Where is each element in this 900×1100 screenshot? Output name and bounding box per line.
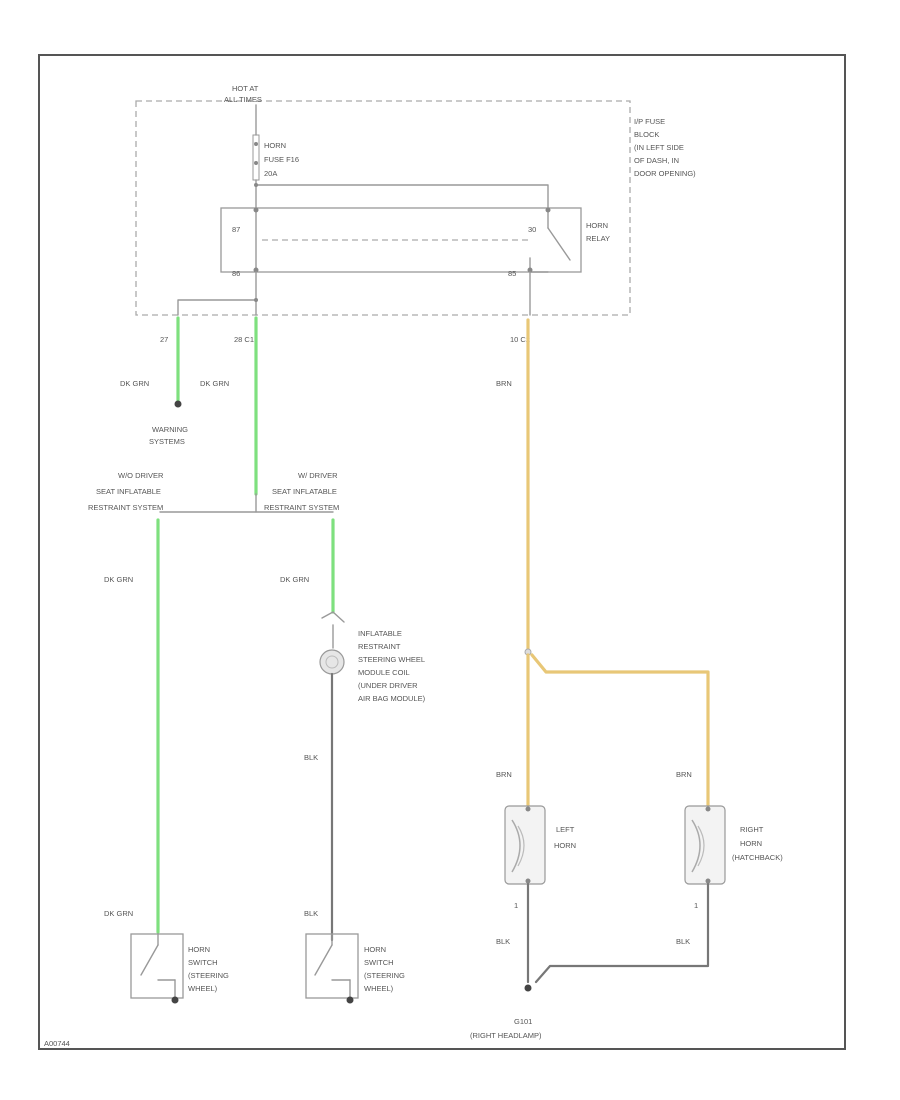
wire-label-brn-3: BRN	[676, 770, 692, 779]
svg-text:HORN: HORN	[364, 945, 386, 954]
svg-text:STEERING WHEEL: STEERING WHEEL	[358, 655, 425, 664]
fuse-to-relay-30-wire	[255, 184, 549, 209]
pin-10-c2: 10 C2	[510, 335, 530, 344]
svg-text:WHEEL): WHEEL)	[188, 984, 218, 993]
fuse-label: HORN FUSE F16 20A	[264, 141, 299, 178]
wire-label-dk-grn-1: DK GRN	[120, 379, 149, 388]
wire-label-brn-2: BRN	[496, 770, 512, 779]
relay-pin-86: 86	[232, 269, 240, 278]
svg-text:SWITCH: SWITCH	[188, 958, 218, 967]
svg-text:SWITCH: SWITCH	[364, 958, 394, 967]
wo-driver-sir-label: W/O DRIVER SEAT INFLATABLE RESTRAINT SYS…	[88, 471, 164, 512]
svg-text:SYSTEMS: SYSTEMS	[149, 437, 185, 446]
horn-switch-1-label: HORN SWITCH (STEERING WHEEL)	[188, 945, 229, 993]
svg-text:(HATCHBACK): (HATCHBACK)	[732, 853, 783, 862]
left-horn-label: LEFT HORN	[554, 825, 576, 850]
svg-text:G101: G101	[514, 1017, 532, 1026]
svg-text:I/P FUSE: I/P FUSE	[634, 117, 665, 126]
wire-label-blk-2: BLK	[496, 937, 510, 946]
svg-text:HORN: HORN	[740, 839, 762, 848]
svg-text:RESTRAINT SYSTEM: RESTRAINT SYSTEM	[264, 503, 339, 512]
diagram-frame	[38, 54, 846, 1050]
horn-relay-label: HORN RELAY	[586, 221, 610, 243]
svg-text:(STEERING: (STEERING	[188, 971, 229, 980]
svg-text:INFLATABLE: INFLATABLE	[358, 629, 402, 638]
ground-g101-label: G101 (RIGHT HEADLAMP)	[470, 1017, 542, 1040]
left-horn	[504, 805, 546, 885]
svg-text:HORN: HORN	[264, 141, 286, 150]
right-horn	[684, 805, 726, 885]
wire-label-blk-1: BLK	[304, 753, 318, 762]
svg-text:BLOCK: BLOCK	[634, 130, 659, 139]
svg-text:SEAT INFLATABLE: SEAT INFLATABLE	[96, 487, 161, 496]
pin-27: 27	[160, 335, 168, 344]
svg-text:W/O DRIVER: W/O DRIVER	[118, 471, 164, 480]
svg-text:RELAY: RELAY	[586, 234, 610, 243]
horn-switch-1	[130, 933, 184, 999]
brn-wire-right-horn	[530, 653, 710, 808]
wire-label-brn-1: BRN	[496, 379, 512, 388]
pin-28-c1: 28 C1	[234, 335, 254, 344]
inflatable-restraint-label: INFLATABLE RESTRAINT STEERING WHEEL MODU…	[358, 629, 426, 703]
figure-id: A00744	[44, 1039, 70, 1048]
svg-text:MODULE COIL: MODULE COIL	[358, 668, 410, 677]
svg-text:OF DASH, IN: OF DASH, IN	[634, 156, 679, 165]
svg-text:DOOR OPENING): DOOR OPENING)	[634, 169, 696, 178]
hot-at-label: HOT AT	[232, 84, 259, 93]
relay-pin-30: 30	[528, 225, 536, 234]
svg-text:RIGHT: RIGHT	[740, 825, 764, 834]
svg-text:20A: 20A	[264, 169, 277, 178]
fuse-block-outline	[135, 100, 631, 316]
relay-pin-87: 87	[232, 225, 240, 234]
svg-text:LEFT: LEFT	[556, 825, 575, 834]
svg-text:AIR BAG MODULE): AIR BAG MODULE)	[358, 694, 426, 703]
wire-label-dk-grn-5: DK GRN	[104, 909, 133, 918]
svg-text:HORN: HORN	[554, 841, 576, 850]
steering-wheel-module-coil	[319, 649, 345, 675]
relay-pin-85: 85	[508, 269, 516, 278]
right-horn-label: RIGHT HORN (HATCHBACK)	[732, 825, 783, 862]
svg-text:RESTRAINT SYSTEM: RESTRAINT SYSTEM	[88, 503, 163, 512]
fuse-block-label: I/P FUSE BLOCK (IN LEFT SIDE OF DASH, IN…	[634, 117, 696, 178]
left-horn-pin-1: 1	[514, 901, 518, 910]
svg-text:(RIGHT HEADLAMP): (RIGHT HEADLAMP)	[470, 1031, 542, 1040]
blk-wire-right-horn	[534, 882, 710, 984]
wire-label-dk-grn-3: DK GRN	[104, 575, 133, 584]
svg-text:HORN: HORN	[586, 221, 608, 230]
right-horn-pin-1: 1	[694, 901, 698, 910]
horn-switch-2-label: HORN SWITCH (STEERING WHEEL)	[364, 945, 405, 993]
svg-text:RESTRAINT: RESTRAINT	[358, 642, 401, 651]
warning-systems-label: WARNING SYSTEMS	[149, 425, 188, 446]
horn-relay	[220, 207, 582, 273]
svg-text:(STEERING: (STEERING	[364, 971, 405, 980]
wire-label-dk-grn-2: DK GRN	[200, 379, 229, 388]
svg-text:FUSE F16: FUSE F16	[264, 155, 299, 164]
svg-text:(UNDER DRIVER: (UNDER DRIVER	[358, 681, 418, 690]
svg-text:W/ DRIVER: W/ DRIVER	[298, 471, 338, 480]
wire-label-blk-3: BLK	[676, 937, 690, 946]
svg-text:(IN LEFT SIDE: (IN LEFT SIDE	[634, 143, 684, 152]
wire-label-blk-4: BLK	[304, 909, 318, 918]
wire-label-dk-grn-4: DK GRN	[280, 575, 309, 584]
svg-text:SEAT INFLATABLE: SEAT INFLATABLE	[272, 487, 337, 496]
svg-text:HORN: HORN	[188, 945, 210, 954]
relay-contact	[547, 227, 571, 261]
hot-at-label-2: ALL TIMES	[224, 95, 262, 104]
svg-text:WHEEL): WHEEL)	[364, 984, 394, 993]
svg-text:WARNING: WARNING	[152, 425, 188, 434]
w-driver-sir-label: W/ DRIVER SEAT INFLATABLE RESTRAINT SYST…	[264, 471, 339, 512]
horn-fuse-f16	[252, 134, 260, 181]
